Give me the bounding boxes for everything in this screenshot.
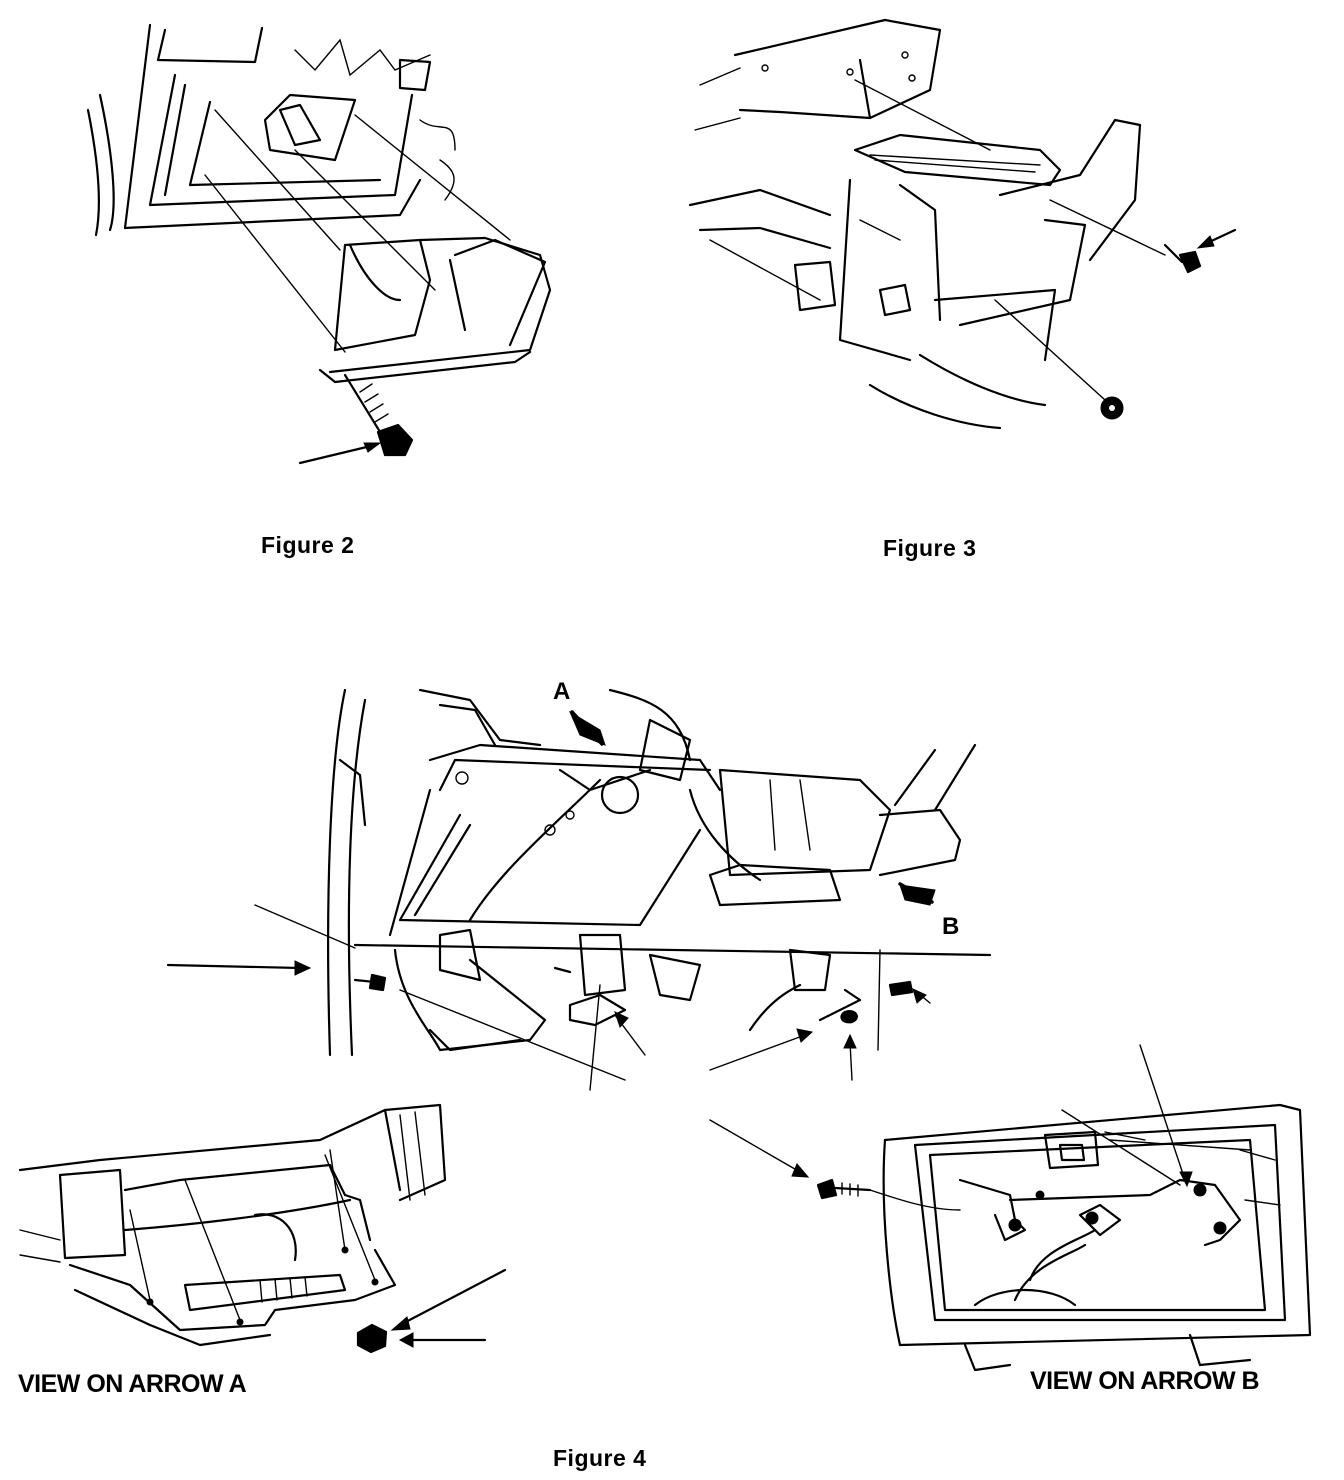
figure-4-arrow-b: [898, 882, 936, 906]
figure-3-nut-icon: [1100, 396, 1124, 420]
figure-2-dash-panel: [86, 23, 456, 237]
figure-4-a-pillar: [327, 688, 367, 1057]
view-a-screws: [129, 1149, 379, 1326]
figure-4-caption: Figure 4: [553, 1445, 647, 1471]
view-a-caption: VIEW ON ARROW A: [18, 1370, 247, 1398]
view-a-panel: [18, 1103, 447, 1347]
figure-3-heater-unit: [688, 118, 1142, 430]
view-b-screw-icon: [816, 1178, 961, 1211]
figure-4-pointer-arrows: [166, 904, 931, 1178]
view-b-panel: [882, 1103, 1312, 1372]
arrow-a-label: A: [553, 678, 571, 705]
figure-3-caption: Figure 3: [883, 535, 977, 561]
figure-2-pointer-arrow: [298, 442, 382, 465]
figure-2-leader-lines: [204, 109, 511, 353]
view-b-caption: VIEW ON ARROW B: [1030, 1367, 1260, 1395]
view-a-nut-icon: [356, 1323, 388, 1354]
figure-3-screw-arrow: [1196, 228, 1237, 249]
figure-2-trim-cover: [318, 236, 552, 384]
figure-3-screw-icon: [1163, 243, 1202, 274]
view-b-leader-lines: [1061, 1044, 1193, 1188]
figure-4-fasteners: [353, 966, 914, 1024]
figure-2-caption: Figure 2: [261, 532, 355, 558]
figure-2-bolt-icon: [343, 373, 414, 457]
arrow-b-label: B: [942, 913, 960, 940]
figure-4-lower-trim: [393, 928, 862, 1052]
figure-3-leader-lines: [854, 79, 1166, 401]
figure-4-arrow-a: [568, 710, 606, 746]
figure-4-dashboard: [353, 688, 992, 957]
view-a-pointer-arrows: [390, 1268, 507, 1348]
figure-3-upper-panel: [694, 18, 942, 131]
